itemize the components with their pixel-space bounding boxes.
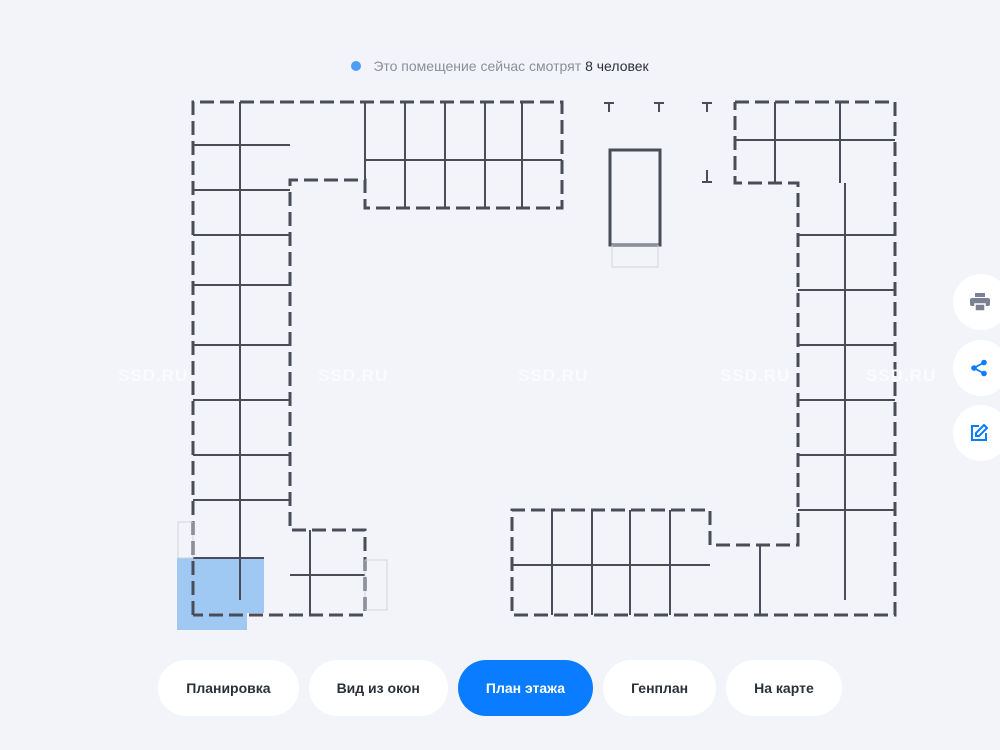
viewers-notice: Это помещение сейчас смотрят 8 человек (0, 58, 1000, 74)
live-dot-icon (351, 61, 362, 71)
tab-floor-plan[interactable]: План этажа (457, 660, 594, 716)
tab-layout[interactable]: Планировка (158, 660, 299, 716)
share-icon (971, 359, 987, 377)
balconies (177, 521, 388, 611)
inner-walls (193, 102, 895, 615)
share-button[interactable] (953, 340, 1000, 396)
tab-map[interactable]: На карте (726, 660, 842, 716)
edit-button[interactable] (953, 405, 1000, 461)
watermark: SSD.RU (518, 366, 589, 385)
tab-site-plan[interactable]: Генплан (603, 660, 717, 716)
watermark: SSD.RU (318, 366, 389, 385)
view-tabs: Планировка Вид из окон План этажа Генпла… (0, 660, 1000, 716)
highlighted-apartment[interactable] (177, 558, 264, 630)
tab-window-view[interactable]: Вид из окон (308, 660, 448, 716)
outer-walls (191, 100, 897, 617)
print-icon (970, 293, 990, 311)
watermark: SSD.RU (720, 366, 791, 385)
columns (604, 102, 712, 183)
watermark: SSD.RU (866, 366, 937, 385)
watermark: SSD.RU (118, 366, 189, 385)
viewers-count: 8 человек (585, 58, 649, 74)
elevator-shaft (608, 148, 662, 268)
print-button[interactable] (953, 274, 1000, 330)
viewers-text: Это помещение сейчас смотрят (373, 58, 582, 74)
edit-icon (971, 424, 988, 441)
